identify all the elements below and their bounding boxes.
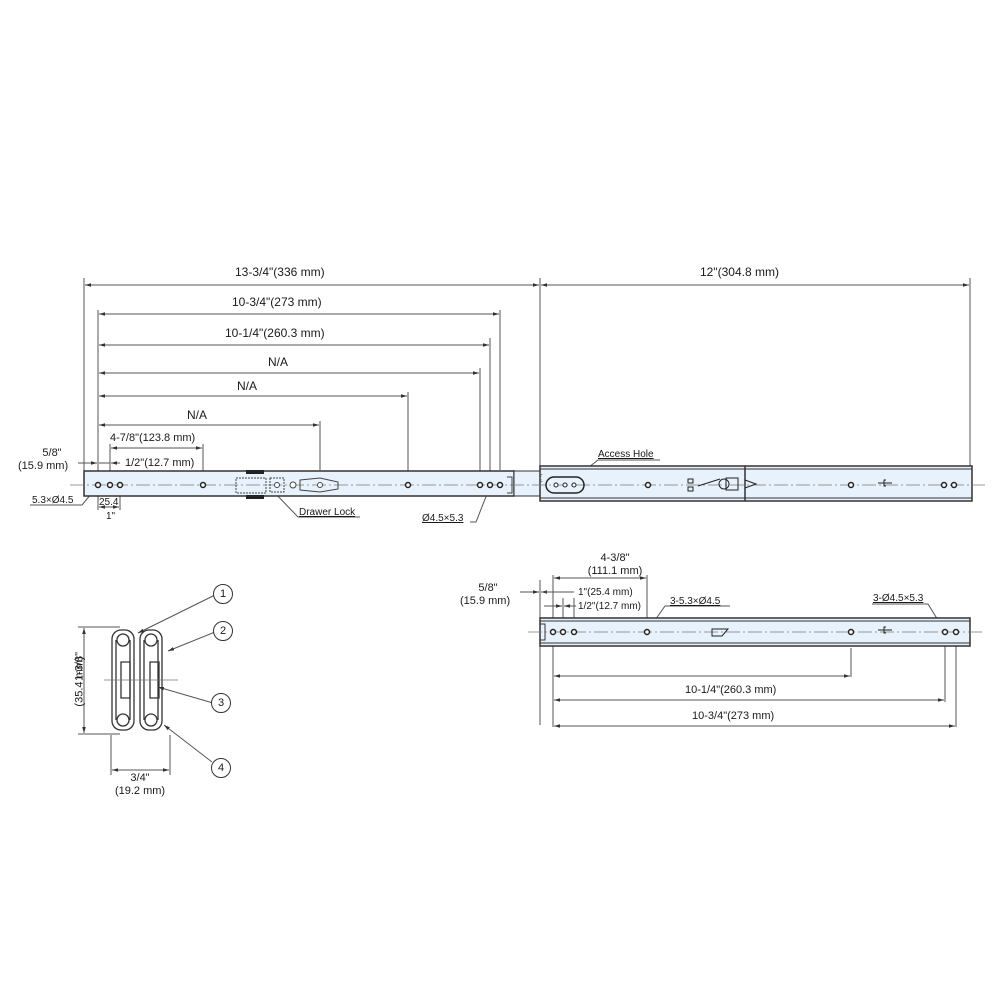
cm-dim-111-mm-label: (111.1 mm) (587, 565, 643, 577)
dim-5-8-mm-label: (15.9 mm) (18, 460, 69, 472)
cross-section-view (104, 629, 178, 731)
drawer-lock (235, 476, 513, 494)
hole-spec-label: Ø4.5×5.3 (422, 513, 464, 524)
cm-hole-spec-label: 3-Ø4.5×5.3 (873, 593, 924, 604)
overall-length-label: 13-3/4"(336 mm) (235, 265, 325, 279)
latch-mechanism (687, 477, 758, 492)
cm-dim-5-8-mm-label: (15.9 mm) (460, 595, 511, 607)
access-hole-label: Access Hole (598, 449, 654, 460)
dim-5-8-in-label: 5/8" (42, 447, 62, 459)
callout-2: 2 (213, 621, 233, 641)
na-label-3: N/A (187, 408, 208, 422)
cm-dim-25-4-label: 1"(25.4 mm) (578, 587, 633, 598)
cm-dim-5-8-in-label: 5/8" (478, 582, 498, 594)
cm-slot-spec-label: 3-5.3×Ø4.5 (670, 596, 721, 607)
access-hole (539, 473, 585, 494)
dim-123-label: 4-7/8"(123.8 mm) (110, 432, 196, 444)
dim-273-label: 10-3/4"(273 mm) (232, 295, 322, 309)
cm-dim-12-7-label: 1/2"(12.7 mm) (578, 601, 642, 612)
side-view (30, 278, 971, 523)
cm-dim-260-label: 10-1/4"(260.3 mm) (685, 684, 777, 696)
na-label-1: N/A (268, 355, 289, 369)
cs-height-mm-label: (35.4 mm) (73, 656, 86, 707)
callout-1: 1 (213, 584, 233, 604)
cs-width-in-label: 3/4" (130, 772, 150, 784)
pitch-mm-label: 25.4 (99, 497, 119, 508)
cabinet-member-view (520, 575, 957, 728)
drawer-lock-label: Drawer Lock (299, 507, 356, 518)
cabinet-member-rail (528, 617, 982, 647)
callout-4: 4 (211, 758, 231, 778)
callout-3: 3 (211, 693, 231, 713)
pitch-in-label: 1" (106, 511, 116, 522)
drawer-slide-rail (70, 465, 985, 502)
cm-dim-111-in-label: 4-3/8" (600, 552, 630, 564)
travel-length-label: 12"(304.8 mm) (700, 265, 779, 279)
na-label-2: N/A (237, 379, 258, 393)
cross-section-dims (78, 594, 216, 775)
cs-width-mm-label: (19.2 mm) (114, 785, 166, 797)
dim-12-7-label: 1/2"(12.7 mm) (125, 457, 195, 469)
dim-260-label: 10-1/4"(260.3 mm) (225, 326, 325, 340)
slot-spec-label: 5.3×Ø4.5 (32, 495, 74, 506)
cm-dim-273-label: 10-3/4"(273 mm) (692, 710, 775, 722)
